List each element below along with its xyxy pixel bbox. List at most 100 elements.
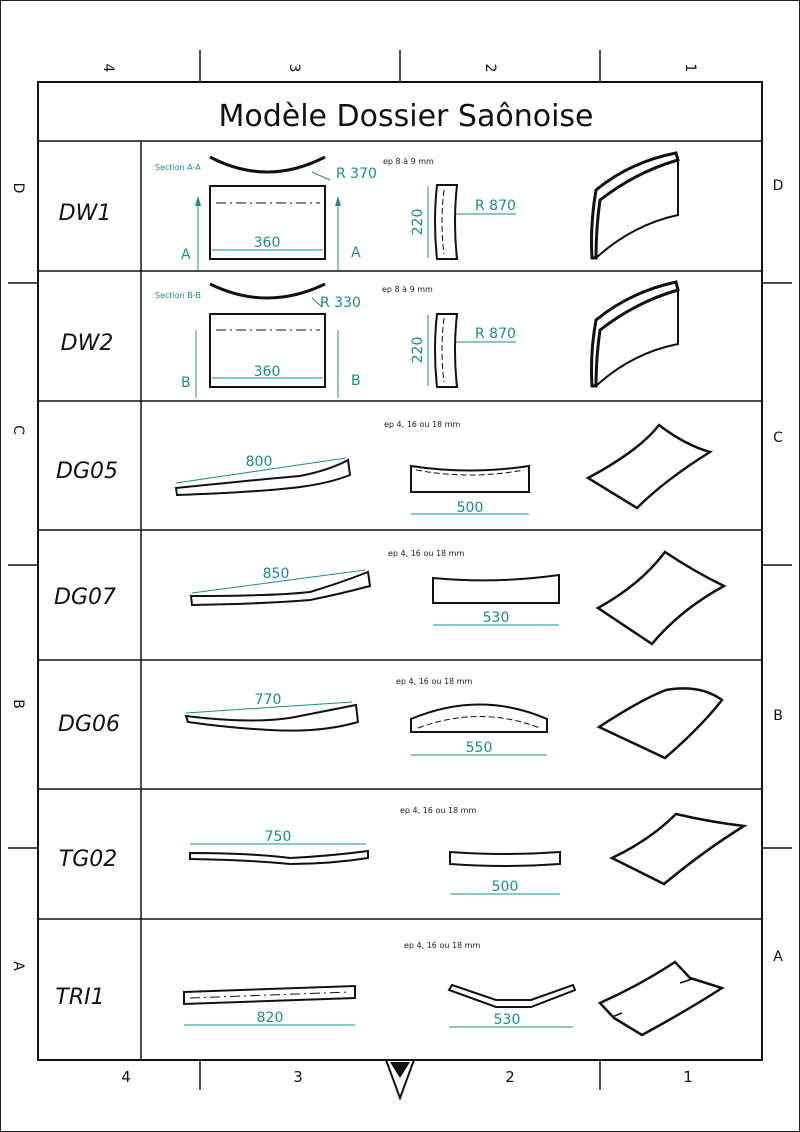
left-zone-A: A bbox=[10, 961, 26, 971]
radius-label: R 330 bbox=[320, 295, 361, 311]
row-code-dw2: DW2 bbox=[61, 331, 114, 356]
section-letter-left: A bbox=[181, 247, 191, 263]
profile-view bbox=[189, 849, 369, 866]
width-label: 500 bbox=[492, 879, 519, 895]
front-view-rect bbox=[209, 185, 326, 260]
section-arc bbox=[209, 282, 326, 300]
row-dg05-drawing: ep 4, 16 ou 18 mm 800 500 bbox=[174, 420, 714, 516]
width-label: 530 bbox=[483, 610, 510, 626]
thickness-label: ep 8 à 9 mm bbox=[382, 285, 433, 294]
right-zone-markers bbox=[762, 282, 792, 849]
section-letter-right: A bbox=[351, 245, 361, 261]
front-view-hidden-line bbox=[417, 716, 541, 729]
iso-view-edge bbox=[595, 160, 679, 259]
row-dw2-drawing: Section B-B R 330 B B 360 ep 8 à 9 mm 22… bbox=[155, 280, 680, 398]
profile-center-line bbox=[189, 991, 351, 999]
arrow-head-icon bbox=[195, 196, 201, 206]
profile-view bbox=[189, 570, 372, 607]
top-zone-4: 4 bbox=[100, 64, 116, 73]
iso-view bbox=[585, 423, 714, 510]
row-code-tg02: TG02 bbox=[59, 847, 117, 872]
profile-view bbox=[183, 984, 356, 1006]
centering-mark-icon bbox=[384, 1059, 416, 1101]
row-dw1-drawing: Section A-A R 370 A A 360 ep 8 à 9 mm 22… bbox=[155, 151, 680, 270]
width-label: 360 bbox=[254, 235, 281, 251]
width-label: 530 bbox=[494, 1012, 521, 1028]
right-zone-C: C bbox=[773, 430, 783, 446]
length-label: 770 bbox=[255, 692, 282, 708]
top-zone-markers bbox=[199, 50, 601, 82]
row-code-dg06: DG06 bbox=[58, 712, 120, 737]
front-view bbox=[449, 850, 561, 867]
arrow-head-icon bbox=[335, 196, 341, 206]
row-code-dg07: DG07 bbox=[54, 585, 116, 610]
row-tg02-drawing: ep 4, 16 ou 18 mm 750 500 bbox=[189, 806, 748, 895]
thickness-label: ep 4, 16 ou 18 mm bbox=[400, 806, 476, 815]
bottom-zone-markers bbox=[199, 1060, 601, 1090]
length-label: 820 bbox=[257, 1010, 284, 1026]
row-code-dg05: DG05 bbox=[56, 459, 118, 484]
side-view bbox=[434, 313, 459, 388]
front-view bbox=[410, 703, 548, 733]
right-zone-A: A bbox=[773, 949, 783, 965]
thickness-label: ep 4, 16 ou 18 mm bbox=[388, 549, 464, 558]
iso-view bbox=[590, 151, 680, 260]
radius-label: R 370 bbox=[336, 166, 377, 182]
iso-view bbox=[596, 687, 724, 760]
thickness-label: ep 4, 16 ou 18 mm bbox=[396, 677, 472, 686]
row-dg07-drawing: ep 4, 16 ou 18 mm 850 530 bbox=[189, 549, 727, 646]
length-dimension-line bbox=[175, 457, 347, 484]
thickness-label: ep 8 à 9 mm bbox=[383, 157, 434, 166]
height-label: 220 bbox=[410, 337, 426, 364]
radius2-label: R 870 bbox=[475, 198, 516, 214]
iso-view-fold-mark bbox=[679, 978, 693, 984]
left-zone-B: B bbox=[10, 699, 26, 709]
right-zone-B: B bbox=[773, 708, 783, 724]
top-zone-1: 1 bbox=[682, 64, 698, 73]
front-view bbox=[410, 464, 530, 493]
width-label: 550 bbox=[466, 740, 493, 756]
front-view bbox=[432, 573, 560, 604]
top-zone-3: 3 bbox=[286, 64, 302, 73]
section-arc bbox=[209, 155, 326, 174]
thickness-label: ep 4, 16 ou 18 mm bbox=[404, 941, 480, 950]
iso-view bbox=[595, 550, 727, 646]
length-dimension-line bbox=[191, 569, 366, 594]
thickness-label: ep 4, 16 ou 18 mm bbox=[384, 420, 460, 429]
radius-leader bbox=[311, 297, 323, 308]
bottom-zone-1: 1 bbox=[683, 1068, 693, 1086]
section-label: Section B-B bbox=[155, 291, 201, 300]
iso-view-fold-mark bbox=[611, 1012, 623, 1018]
row-dg06-drawing: ep 4, 16 ou 18 mm 770 550 bbox=[184, 677, 724, 760]
width-label: 360 bbox=[254, 364, 281, 380]
width-label: 500 bbox=[457, 500, 484, 516]
length-label: 850 bbox=[263, 566, 290, 582]
row-code-dw1: DW1 bbox=[59, 201, 112, 226]
drawing-title: Modèle Dossier Saônoise bbox=[218, 99, 593, 134]
bottom-zone-3: 3 bbox=[293, 1068, 303, 1086]
table-grid bbox=[38, 140, 762, 1060]
left-zone-C: C bbox=[10, 425, 26, 435]
bottom-zone-4: 4 bbox=[121, 1068, 131, 1086]
radius-leader bbox=[311, 171, 331, 181]
iso-view bbox=[609, 812, 748, 886]
profile-view bbox=[184, 703, 360, 732]
iso-view-edge bbox=[595, 290, 679, 387]
left-zone-D: D bbox=[10, 183, 26, 194]
row-code-tri1: TRI1 bbox=[55, 985, 104, 1010]
front-view bbox=[447, 983, 577, 1008]
radius2-label: R 870 bbox=[475, 326, 516, 342]
iso-view bbox=[597, 960, 725, 1037]
iso-view bbox=[590, 280, 680, 388]
section-letter-left: B bbox=[181, 375, 191, 391]
length-label: 800 bbox=[246, 454, 273, 470]
front-view-rect bbox=[209, 313, 326, 388]
side-view bbox=[434, 184, 459, 260]
height-label: 220 bbox=[410, 209, 426, 236]
side-view-hidden-line bbox=[441, 189, 445, 255]
section-label: Section A-A bbox=[155, 163, 201, 172]
top-zone-2: 2 bbox=[482, 64, 498, 73]
length-dimension-line bbox=[185, 701, 353, 714]
